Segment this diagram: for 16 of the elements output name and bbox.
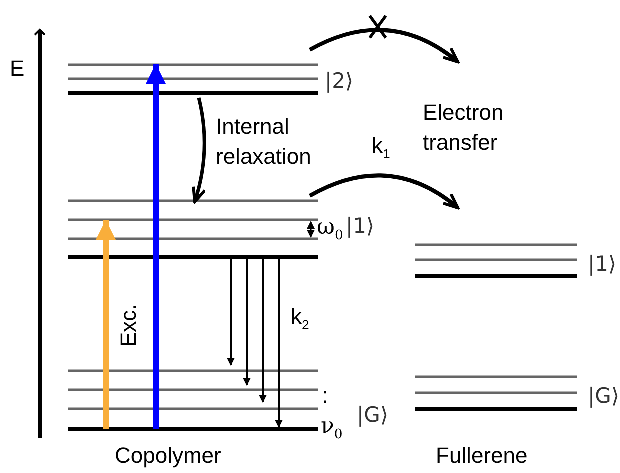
state-label: |1⟩ bbox=[588, 251, 617, 277]
process-label: Exc. bbox=[116, 304, 142, 347]
state-label: |1⟩ bbox=[346, 213, 375, 239]
axis-label: Fullerene bbox=[436, 443, 528, 469]
axis-label: Copolymer bbox=[115, 443, 222, 469]
rate-label: k$_{1}$ bbox=[372, 133, 390, 164]
state-label: |G⟩ bbox=[357, 402, 389, 428]
ellipsis-label: : bbox=[322, 383, 328, 409]
process-label: Internal relaxation bbox=[216, 113, 312, 171]
state-label: |G⟩ bbox=[588, 383, 620, 409]
frequency-label: ω$_{0}$ bbox=[317, 215, 344, 246]
state-label: |2⟩ bbox=[325, 68, 354, 94]
process-label: Electron transfer bbox=[423, 99, 505, 157]
frequency-label: ν$_{0}$ bbox=[321, 414, 343, 444]
axis-label: E bbox=[10, 56, 25, 82]
rate-label: k$_{2}$ bbox=[291, 304, 310, 334]
